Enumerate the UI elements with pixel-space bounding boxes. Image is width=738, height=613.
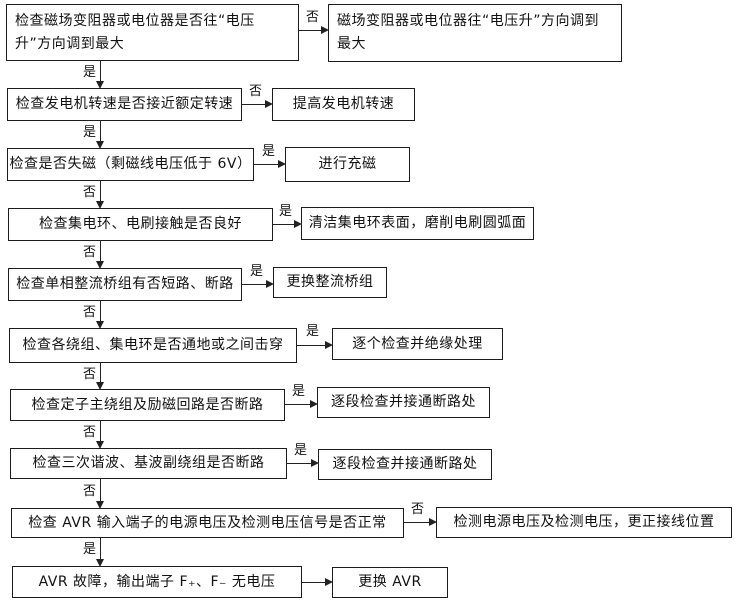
step-4-action-text: 清洁集电环表面，磨削电刷圆弧面	[308, 215, 527, 232]
step-9-action-text: 检测电源电压及检测电压，更正接线位置	[453, 514, 715, 531]
step-3-question-box: 检查是否失磁（剩磁线电压低于 6V）	[7, 148, 254, 181]
step-6-down-arrow	[96, 363, 105, 390]
step-1-right-arrow	[299, 26, 329, 35]
step-4-right-arrow	[273, 220, 302, 229]
step-2-branch-label: 否	[248, 84, 264, 100]
step-1-action-box: 磁场变阻器或电位器往“电压升”方向调到最大	[328, 4, 622, 62]
step-8-question-text: 检查三次谐波、基波副绕组是否断路	[32, 455, 265, 472]
step-8-right-arrow	[287, 459, 319, 468]
step-4-action-box: 清洁集电环表面，磨削电刷圆弧面	[301, 207, 534, 240]
step-7-down-arrow	[96, 421, 105, 449]
step-4-question-box: 检查集电环、电刷接触是否良好	[8, 208, 273, 241]
step-2-action-box: 提高发电机转速	[272, 88, 415, 121]
step-3-right-arrow	[254, 160, 286, 169]
step-5-question-box: 检查单相整流桥组有否短路、断路	[8, 268, 242, 301]
step-10-right-arrow	[302, 578, 333, 587]
step-8-action-box: 逐段检查并接通断路处	[318, 449, 492, 480]
step-6-down-label: 否	[82, 367, 98, 383]
step-5-down-label: 否	[82, 305, 98, 321]
step-5-question-text: 检查单相整流桥组有否短路、断路	[16, 276, 234, 293]
step-8-branch-label: 是	[293, 443, 309, 459]
step-8-down-arrow	[96, 479, 105, 509]
step-8-question-box: 检查三次谐波、基波副绕组是否断路	[10, 448, 287, 479]
step-9-down-arrow	[96, 538, 105, 567]
step-2-right-arrow	[242, 100, 273, 109]
step-5-right-arrow	[242, 280, 274, 289]
step-6-branch-label: 是	[305, 324, 321, 340]
step-1-down-arrow	[96, 61, 105, 89]
step-7-question-box: 检查定子主绕组及励磁回路是否断路	[10, 389, 285, 421]
step-2-action-text: 提高发电机转速	[292, 96, 395, 113]
step-9-branch-label: 否	[410, 502, 426, 518]
step-6-right-arrow	[297, 341, 333, 350]
step-6-question-box: 检查各绕组、集电环是否通地或之间击穿	[9, 328, 297, 363]
step-2-down-label: 是	[82, 125, 98, 141]
step-7-branch-label: 是	[291, 384, 307, 400]
step-2-down-arrow	[96, 121, 105, 149]
step-10-conclusion-text: AVR 故障，输出端子 F₊、F₋ 无电压	[38, 573, 276, 590]
step-5-branch-label: 是	[249, 264, 265, 280]
step-3-down-arrow	[96, 181, 105, 209]
step-9-right-arrow	[404, 518, 437, 527]
step-2-question-box: 检查发电机转速是否接近额定转速	[7, 88, 242, 121]
step-6-action-box: 逐个检查并绝缘处理	[332, 328, 503, 360]
step-1-action-text: 磁场变阻器或电位器往“电压升”方向调到最大	[337, 13, 600, 52]
step-10-action-text: 更换 AVR	[358, 574, 422, 591]
step-7-question-text: 检查定子主绕组及励磁回路是否断路	[31, 396, 264, 413]
step-1-down-label: 是	[82, 65, 98, 81]
step-3-branch-label: 是	[261, 144, 277, 160]
step-3-action-text: 进行充磁	[318, 156, 377, 173]
step-4-down-label: 否	[82, 245, 98, 261]
step-7-action-text: 逐段检查并接通断路处	[331, 394, 476, 411]
step-1-branch-label: 否	[305, 10, 321, 26]
step-3-action-box: 进行充磁	[285, 147, 410, 182]
step-3-down-label: 否	[82, 185, 98, 201]
step-7-down-label: 否	[82, 425, 98, 441]
step-3-question-text: 检查是否失磁（剩磁线电压低于 6V）	[9, 156, 252, 173]
step-10-conclusion-box: AVR 故障，输出端子 F₊、F₋ 无电压	[12, 566, 302, 598]
step-5-down-arrow	[96, 301, 105, 329]
step-4-question-text: 检查集电环、电刷接触是否良好	[39, 216, 242, 233]
step-9-question-text: 检查 AVR 输入端子的电源电压及检测电压信号是否正常	[28, 514, 387, 531]
step-2-question-text: 检查发电机转速是否接近额定转速	[15, 96, 234, 113]
step-7-right-arrow	[285, 400, 318, 409]
step-4-branch-label: 是	[278, 204, 294, 220]
step-6-action-text: 逐个检查并绝缘处理	[352, 335, 483, 352]
step-10-action-box: 更换 AVR	[332, 567, 448, 598]
step-9-down-label: 是	[82, 542, 98, 558]
step-9-question-box: 检查 AVR 输入端子的电源电压及检测电压信号是否正常	[11, 508, 404, 538]
step-1-question-box: 检查磁场变阻器或电位器是否往“电压升”方向调到最大	[6, 4, 299, 61]
step-9-action-box: 检测电源电压及检测电压，更正接线位置	[436, 507, 732, 538]
step-7-action-box: 逐段检查并接通断路处	[317, 387, 490, 418]
step-8-action-text: 逐段检查并接通断路处	[332, 456, 478, 473]
step-5-action-box: 更换整流桥组	[273, 267, 387, 298]
step-1-question-text: 检查磁场变阻器或电位器是否往“电压升”方向调到最大	[15, 12, 255, 52]
step-6-question-text: 检查各绕组、集电环是否通地或之间击穿	[22, 337, 284, 354]
step-8-down-label: 否	[82, 484, 98, 500]
step-5-action-text: 更换整流桥组	[286, 274, 374, 291]
step-4-down-arrow	[96, 241, 105, 269]
